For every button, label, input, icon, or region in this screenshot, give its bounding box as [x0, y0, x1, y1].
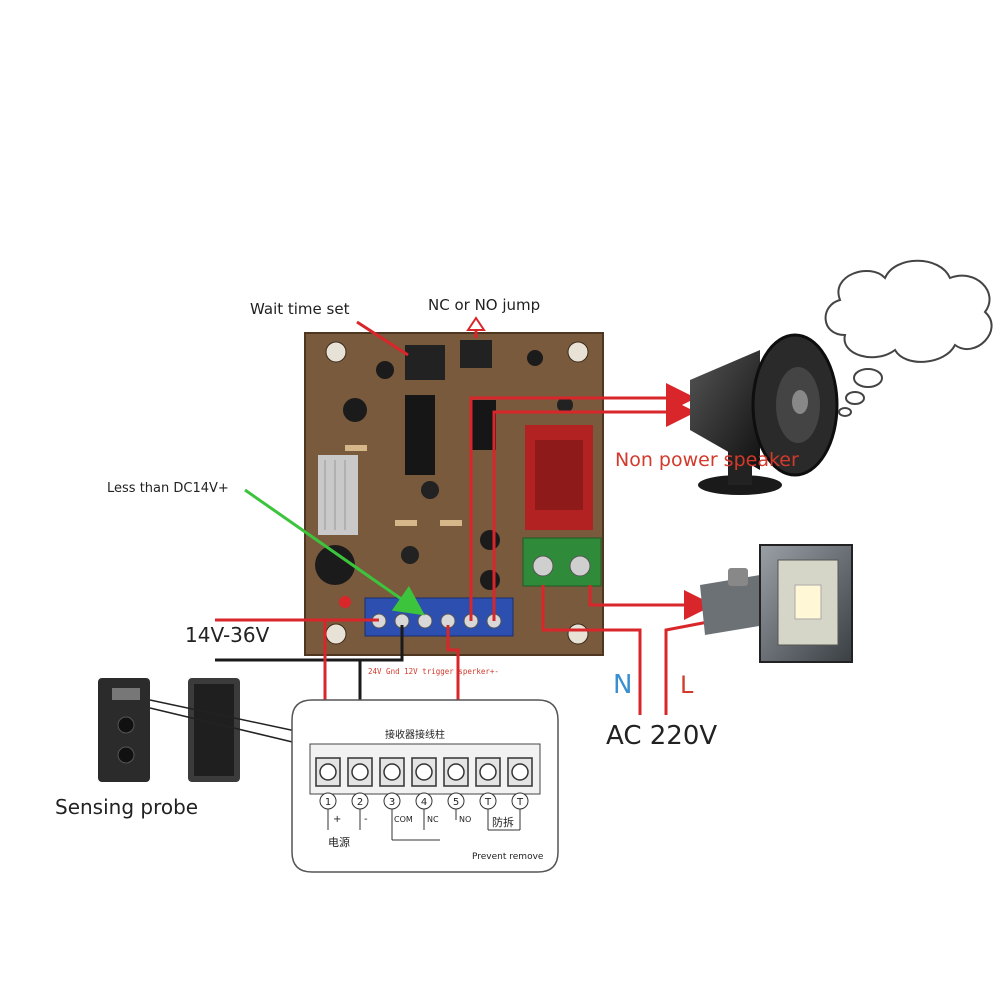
power-label: 电源	[328, 835, 350, 849]
terminal-screw[interactable]	[417, 613, 433, 629]
terminal-screw[interactable]	[511, 763, 529, 781]
terminal-screw[interactable]	[569, 555, 591, 577]
capacitor	[480, 530, 500, 550]
terminal-number: 3	[389, 797, 395, 808]
wait-time-label: Wait time set	[250, 300, 350, 318]
minus-label: -	[364, 814, 368, 825]
terminal-number: T	[516, 797, 524, 808]
terminal-number: 1	[325, 797, 331, 808]
capacitor	[343, 398, 367, 422]
live-label: L	[680, 671, 694, 699]
probe-panel-header: 接收器接线柱	[385, 728, 445, 741]
sensing-probe-label: Sensing probe	[55, 795, 198, 819]
probe-terminal-panel	[291, 699, 559, 873]
capacitor	[527, 350, 543, 366]
nc-no-jump-label: NC or NO jump	[428, 296, 540, 314]
sensing-probe-icon	[98, 678, 240, 782]
wires	[215, 320, 714, 766]
terminal-screw[interactable]	[319, 763, 337, 781]
terminal-screw[interactable]	[383, 763, 401, 781]
ac-voltage-label: AC 220V	[606, 721, 717, 751]
nc-label: NC	[427, 815, 439, 824]
capacitor	[376, 361, 394, 379]
terminal-number: 2	[357, 797, 363, 808]
jump-arrow-icon	[466, 316, 486, 331]
ic-chip	[470, 400, 496, 450]
nc-no-jumper[interactable]	[460, 340, 492, 368]
capacitor	[480, 570, 500, 590]
terminal-screw[interactable]	[351, 763, 369, 781]
com-label: COM	[394, 815, 413, 824]
tamper-label: 防拆	[492, 815, 514, 829]
capacitor	[315, 545, 355, 585]
terminal-number: T	[484, 797, 492, 808]
plus-label: +	[333, 814, 341, 825]
wait-time-jumper[interactable]	[405, 345, 445, 380]
no-label: NO	[459, 815, 471, 824]
terminal-screw[interactable]	[479, 763, 497, 781]
speaker-label: Non power speaker	[615, 449, 799, 471]
led	[339, 596, 351, 608]
thought-cloud-icon	[824, 259, 993, 417]
neutral-label: N	[613, 670, 632, 700]
terminal-number: 5	[453, 797, 459, 808]
terminal-caption: 24V Gnd 12V trigger sperker+-	[368, 667, 499, 676]
terminal-number: 4	[421, 797, 427, 808]
floodlight-icon	[700, 544, 853, 663]
speaker-icon	[690, 333, 839, 495]
terminal-screw[interactable]	[532, 555, 554, 577]
voltage-range-label: 14V-36V	[185, 623, 270, 647]
less-than-label: Less than DC14V+	[107, 481, 229, 496]
probe-leads	[149, 699, 306, 746]
ic-chip	[405, 395, 435, 475]
circuit-board	[304, 332, 604, 656]
prevent-remove-label: Prevent remove	[472, 852, 544, 862]
terminal-screw[interactable]	[447, 763, 465, 781]
heat-sink	[318, 455, 358, 535]
terminal-screw[interactable]	[415, 763, 433, 781]
